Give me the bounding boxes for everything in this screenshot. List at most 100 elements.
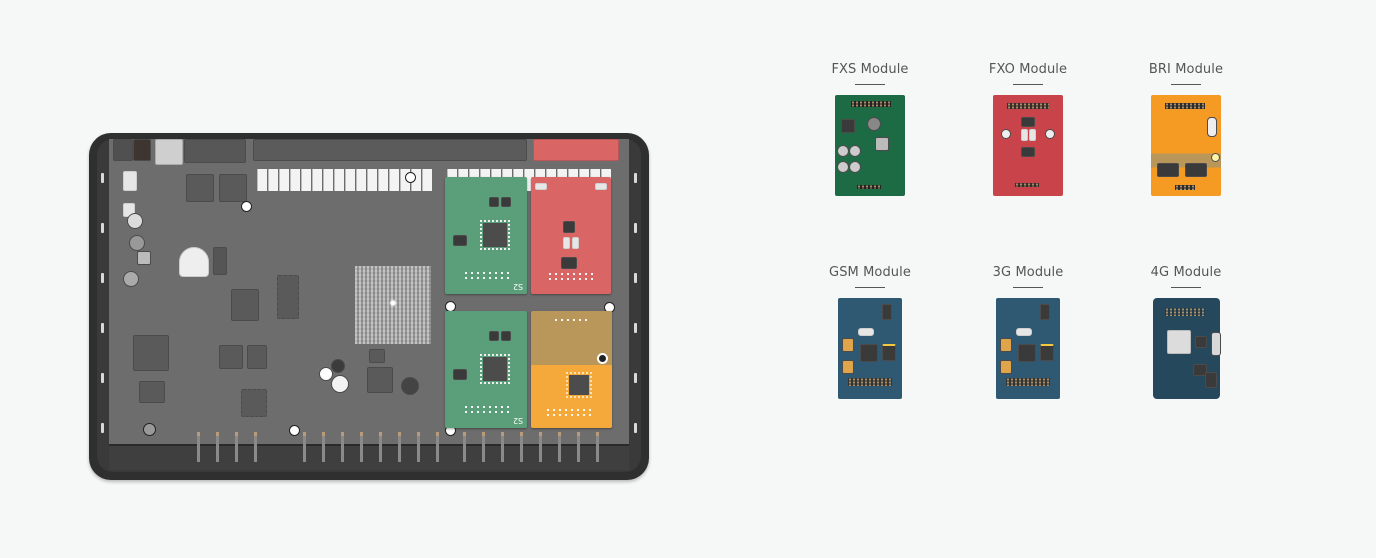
capacitor-round	[331, 359, 345, 373]
case-vent	[101, 273, 104, 283]
module-card-bri: BRI Module	[1106, 61, 1266, 196]
installed-fxo-module	[531, 177, 611, 294]
module-led	[1211, 153, 1220, 162]
port-contact	[356, 169, 366, 191]
module-regulator	[882, 344, 896, 361]
power-ic	[219, 174, 247, 202]
terminal-pin	[235, 432, 238, 462]
module-capacitor	[1001, 129, 1011, 139]
terminal-pin	[436, 432, 439, 462]
module-ic	[841, 119, 855, 133]
port-contact	[422, 169, 432, 191]
port-contact	[257, 169, 267, 191]
module-pads	[463, 277, 511, 279]
terminal-pin	[341, 432, 344, 462]
case-vent	[101, 323, 104, 333]
module-ic	[1021, 147, 1035, 157]
module-ic	[501, 331, 511, 341]
3g-module-image	[996, 298, 1060, 399]
module-crystal	[1016, 328, 1032, 336]
fxo-module-image	[993, 95, 1063, 196]
port-contact	[290, 169, 300, 191]
module-header	[851, 101, 891, 107]
module-crystal	[858, 328, 874, 336]
terminal-pin	[197, 432, 200, 462]
module-resistor	[535, 183, 547, 190]
module-capacitor	[1000, 338, 1012, 352]
module-capacitor	[842, 338, 854, 352]
port-contact	[279, 169, 289, 191]
module-title: BRI Module	[1148, 62, 1224, 77]
port-contact	[367, 169, 377, 191]
module-pads	[463, 411, 511, 413]
module-header	[1007, 103, 1049, 109]
case-vent	[101, 423, 104, 433]
module-pads	[463, 406, 511, 408]
case-vent	[634, 173, 637, 183]
terminal-pin	[577, 432, 580, 462]
case-vent	[101, 373, 104, 383]
inductor-round	[401, 377, 419, 395]
gsm-module-image	[838, 298, 902, 399]
module-capacitor	[849, 145, 861, 157]
module-capacitor	[849, 161, 861, 173]
ram-footprint	[277, 275, 299, 319]
module-pads	[547, 278, 595, 280]
case-vent	[634, 273, 637, 283]
module-ic	[1194, 336, 1207, 348]
module-resistor	[595, 183, 607, 190]
module-ic	[489, 197, 499, 207]
inductor	[137, 251, 151, 265]
module-ic	[563, 221, 575, 233]
module-ic	[453, 369, 467, 380]
flash-ic	[231, 289, 259, 321]
module-inductor	[1018, 344, 1036, 362]
port-contact	[301, 169, 311, 191]
terminal-pin	[322, 432, 325, 462]
capacitor-round	[331, 375, 349, 393]
terminal-pin	[501, 432, 504, 462]
title-underline	[1013, 84, 1043, 85]
module-chip	[566, 372, 592, 398]
terminal-pin	[216, 432, 219, 462]
port-contact	[389, 169, 399, 191]
module-regulator	[1040, 344, 1054, 361]
terminal-rail	[109, 444, 629, 470]
port-contact	[268, 169, 278, 191]
module-ic	[453, 235, 467, 246]
module-card-4g: 4G Module	[1106, 264, 1266, 399]
title-underline	[1013, 287, 1043, 288]
port-contact	[323, 169, 333, 191]
fxs-module-image	[835, 95, 905, 196]
module-chip	[1166, 330, 1191, 354]
soc-heatsink	[355, 266, 431, 344]
module-ic	[501, 197, 511, 207]
module-header	[1165, 103, 1205, 109]
ic	[219, 345, 243, 369]
module-pads	[553, 319, 589, 321]
screw-hole	[143, 423, 156, 436]
case-vent	[634, 323, 637, 333]
title-underline	[855, 287, 885, 288]
ic	[247, 345, 267, 369]
usb-port	[155, 139, 183, 165]
module-title: FXS Module	[831, 62, 909, 77]
module-header	[1006, 378, 1050, 386]
module-title: 3G Module	[992, 265, 1064, 280]
slot-label: S2	[512, 416, 523, 425]
module-pads	[545, 409, 595, 411]
bri-module-image	[1151, 95, 1221, 196]
ic	[139, 381, 165, 403]
title-underline	[1171, 84, 1201, 85]
mount-hole	[289, 425, 300, 436]
module-card-3g: 3G Module	[948, 264, 1108, 399]
jumper-header	[213, 247, 227, 275]
module-chip	[480, 354, 510, 384]
terminal-pin	[379, 432, 382, 462]
module-capacitor	[842, 360, 854, 374]
slot-label: S2	[512, 282, 523, 291]
module-card-fxs: FXS Module	[790, 61, 950, 196]
capacitor-round	[127, 213, 143, 229]
module-chip	[480, 220, 510, 250]
module-ic	[561, 257, 577, 269]
